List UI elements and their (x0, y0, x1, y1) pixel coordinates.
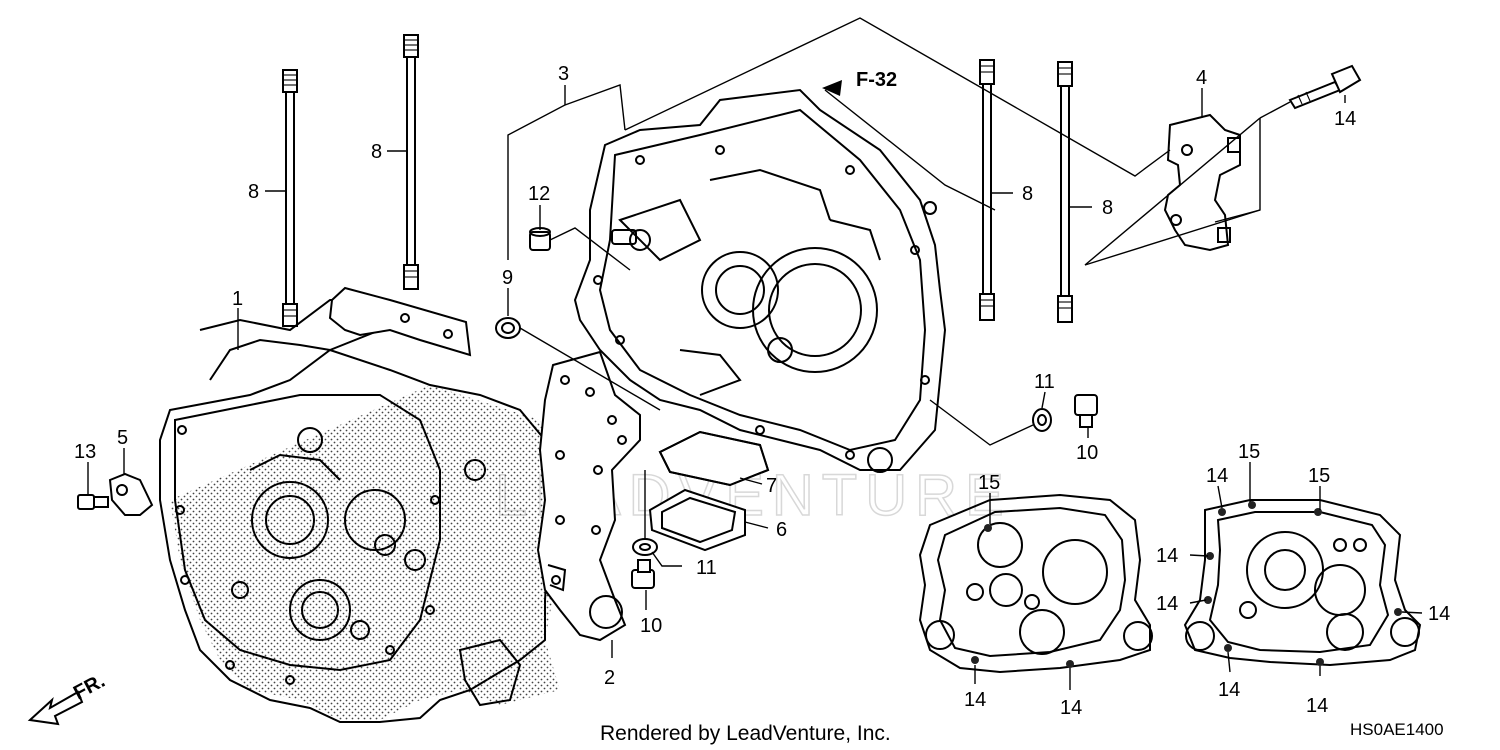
callout-8-c: 8 (1022, 183, 1033, 205)
callout-14-d: 14 (1156, 593, 1178, 615)
stud-bolt-right-2 (1057, 61, 1073, 323)
f32-reference-arrow: F-32 (822, 69, 897, 96)
strainer-frame (648, 488, 746, 552)
callout-1: 1 (232, 288, 243, 310)
stud-bolt-left-2 (403, 34, 419, 290)
callout-12: 12 (528, 183, 550, 205)
callout-8-d: 8 (1102, 197, 1113, 219)
callout-14-h: 14 (1218, 679, 1240, 701)
callout-14-a: 14 (1334, 108, 1356, 130)
washer-11-bottom (632, 538, 658, 556)
strainer-screen (658, 430, 770, 487)
callout-14-c: 14 (1156, 545, 1178, 567)
case-gasket-left (918, 493, 1153, 674)
callout-8-a: 8 (248, 181, 259, 203)
callout-13: 13 (74, 441, 96, 463)
callout-10-a: 10 (1076, 442, 1098, 464)
callout-11-a: 11 (1034, 371, 1055, 393)
callout-14-b: 14 (1206, 465, 1228, 487)
callout-15-b: 15 (1238, 441, 1260, 463)
diagram-code: HS0AE1400 (1350, 720, 1444, 739)
oil-seal-9 (495, 317, 521, 339)
callout-15-c: 15 (1308, 465, 1330, 487)
callout-4: 4 (1196, 67, 1207, 89)
callout-10-b: 10 (640, 615, 662, 637)
callout-2: 2 (604, 667, 615, 689)
callout-9: 9 (502, 267, 513, 289)
cover-plate (108, 472, 154, 516)
drain-bolt-10-right (1074, 394, 1098, 428)
drain-bolt-10-bottom (631, 559, 655, 589)
flange-bolt-14 (1288, 64, 1362, 110)
case-gasket-right (1183, 499, 1422, 667)
bolt-13 (77, 494, 109, 510)
gasket-center (536, 350, 641, 642)
callout-5: 5 (117, 427, 128, 449)
callout-14-f: 14 (964, 689, 986, 711)
f32-label: F-32 (856, 69, 897, 91)
crankcase-left (159, 299, 560, 723)
stud-bolt-left-1 (282, 69, 298, 327)
leader-lines (87, 17, 1423, 690)
callout-15-a: 15 (978, 472, 1000, 494)
callout-14-i: 14 (1306, 695, 1328, 717)
dowel-pin-12 (529, 227, 551, 251)
washer-11-right (1032, 408, 1052, 432)
callout-6: 6 (776, 519, 787, 541)
callout-11-b: 11 (696, 557, 717, 579)
callout-7: 7 (766, 475, 777, 497)
callout-8-b: 8 (371, 141, 382, 163)
footer-credit: Rendered by LeadVenture, Inc. (600, 722, 891, 745)
callout-14-e: 14 (1428, 603, 1450, 625)
crankcase-right (573, 88, 947, 473)
bracket (1163, 113, 1241, 252)
gasket-upper-plate (328, 286, 472, 357)
callout-3: 3 (558, 63, 569, 85)
front-direction-arrow: FR. (27, 670, 109, 726)
stud-bolt-right-1 (979, 59, 995, 321)
callout-14-g: 14 (1060, 697, 1082, 719)
callouts: 1 2 3 4 5 6 7 8 8 8 8 9 10 10 11 11 12 1… (74, 63, 1450, 719)
